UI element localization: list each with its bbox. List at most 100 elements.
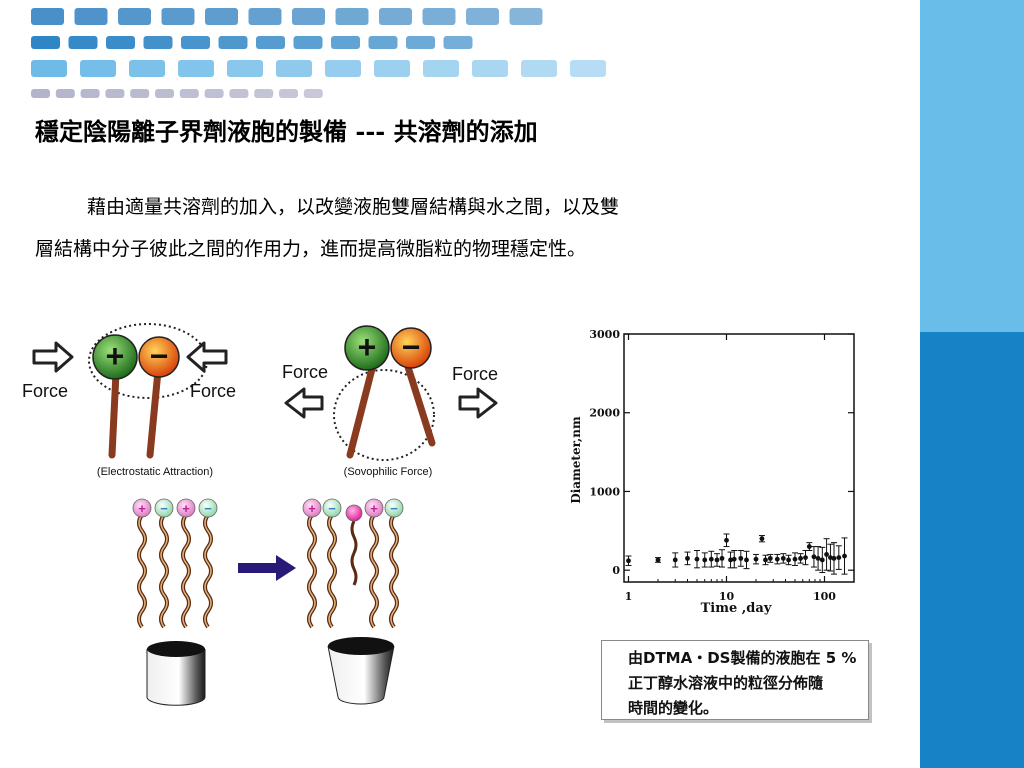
force-label-left: Force (22, 381, 68, 401)
minus-symbol: − (204, 501, 212, 516)
plus-symbol: + (358, 329, 377, 365)
force-label-left: Force (282, 362, 328, 382)
decor-bar (229, 89, 249, 98)
data-point (835, 545, 842, 570)
minus-symbol: − (390, 501, 398, 516)
decor-bar (161, 8, 195, 25)
data-point (723, 533, 730, 548)
decor-bar (80, 60, 116, 77)
minus-symbol: − (328, 501, 336, 516)
data-point (743, 550, 750, 570)
data-marker (798, 555, 803, 561)
decor-bar (406, 36, 435, 49)
decor-bar (335, 8, 369, 25)
data-point (737, 550, 744, 567)
decor-bar (68, 36, 98, 49)
data-point (830, 542, 837, 575)
data-marker (655, 557, 661, 563)
cup-container (327, 645, 395, 705)
anion-head (198, 498, 218, 518)
decor-bar (570, 60, 606, 77)
data-marker (831, 555, 837, 561)
data-marker (738, 555, 744, 561)
cosolvent-head (345, 504, 363, 522)
data-point (625, 555, 632, 566)
decor-bar (379, 8, 412, 25)
minus-symbol: − (150, 338, 169, 374)
data-point (752, 553, 759, 565)
data-point (767, 553, 774, 563)
plus-symbol: + (308, 501, 316, 516)
data-marker (753, 556, 759, 562)
electrostatic-panel: + − Force Force (Electrostatic Attractio… (22, 323, 236, 478)
decor-bar (179, 89, 199, 98)
plus-symbol: + (370, 501, 378, 516)
data-marker (811, 554, 817, 560)
data-marker (744, 557, 749, 563)
data-point (802, 550, 809, 566)
decor-bar (325, 60, 361, 77)
data-point (774, 553, 781, 565)
force-arrow-icon (284, 387, 324, 419)
decor-bar (303, 89, 323, 98)
decor-bar (181, 36, 210, 49)
data-marker (708, 556, 714, 562)
data-marker (842, 553, 847, 559)
cation-head (302, 498, 322, 518)
decor-bar (205, 8, 238, 25)
y-axis-label: Diameter,nm (569, 416, 583, 504)
data-point (672, 552, 679, 568)
decor-bar (55, 89, 75, 98)
x-tick-label: 10 (719, 590, 735, 603)
decor-bar (256, 36, 285, 49)
decor-bar (331, 36, 360, 49)
cation-head (92, 334, 138, 380)
cation-head (176, 498, 196, 518)
cosolvent-tail (350, 520, 358, 586)
plus-symbol: + (106, 338, 125, 374)
force-label-right: Force (452, 364, 498, 384)
decor-bar (130, 89, 150, 98)
data-marker (792, 556, 798, 562)
surfactant-tail (404, 363, 436, 447)
caption-line-1: 由DTMA・DS製備的液胞在 5 % (628, 649, 857, 667)
y-tick-label: 0 (612, 564, 620, 577)
transform-arrow-icon (238, 555, 296, 581)
decor-bar (105, 89, 125, 98)
decor-bar (292, 8, 325, 25)
data-marker (728, 557, 733, 563)
electrostatic-caption: (Electrostatic Attraction) (97, 466, 213, 478)
caption-line-3: 時間的變化。 (628, 699, 719, 717)
body-paragraph: 藉由適量共溶劑的加入，以改變液胞雙層結構與水之間，以及雙 層結構中分子彼此之間的… (35, 186, 815, 270)
data-marker (815, 555, 821, 561)
data-marker (763, 557, 768, 563)
data-marker (719, 555, 725, 561)
x-axis-label: Time ,day (701, 601, 772, 616)
data-point (693, 550, 700, 569)
decor-bar (74, 8, 108, 25)
decor-bar (422, 8, 456, 25)
anion-head (154, 498, 174, 518)
surfactant-tail (108, 369, 120, 459)
sidebar-dark-panel (920, 332, 1024, 768)
decor-bar (31, 36, 60, 49)
decor-bar (466, 8, 499, 25)
anion-head (390, 327, 432, 369)
sidebar-light-panel (920, 0, 1024, 332)
y-tick-label: 1000 (589, 485, 620, 498)
data-point (785, 554, 792, 566)
data-point (810, 546, 817, 568)
data-marker (672, 557, 678, 563)
decor-bar (143, 36, 173, 49)
data-marker (819, 557, 825, 563)
decor-bar (509, 8, 543, 25)
header-decoration (31, 8, 606, 98)
y-tick-label: 2000 (589, 407, 620, 420)
x-tick-label: 1 (625, 590, 633, 603)
decor-bar (279, 89, 298, 98)
decor-bar (155, 89, 174, 98)
decor-bar (31, 8, 64, 25)
decor-bar (31, 89, 50, 98)
data-point (797, 553, 804, 564)
